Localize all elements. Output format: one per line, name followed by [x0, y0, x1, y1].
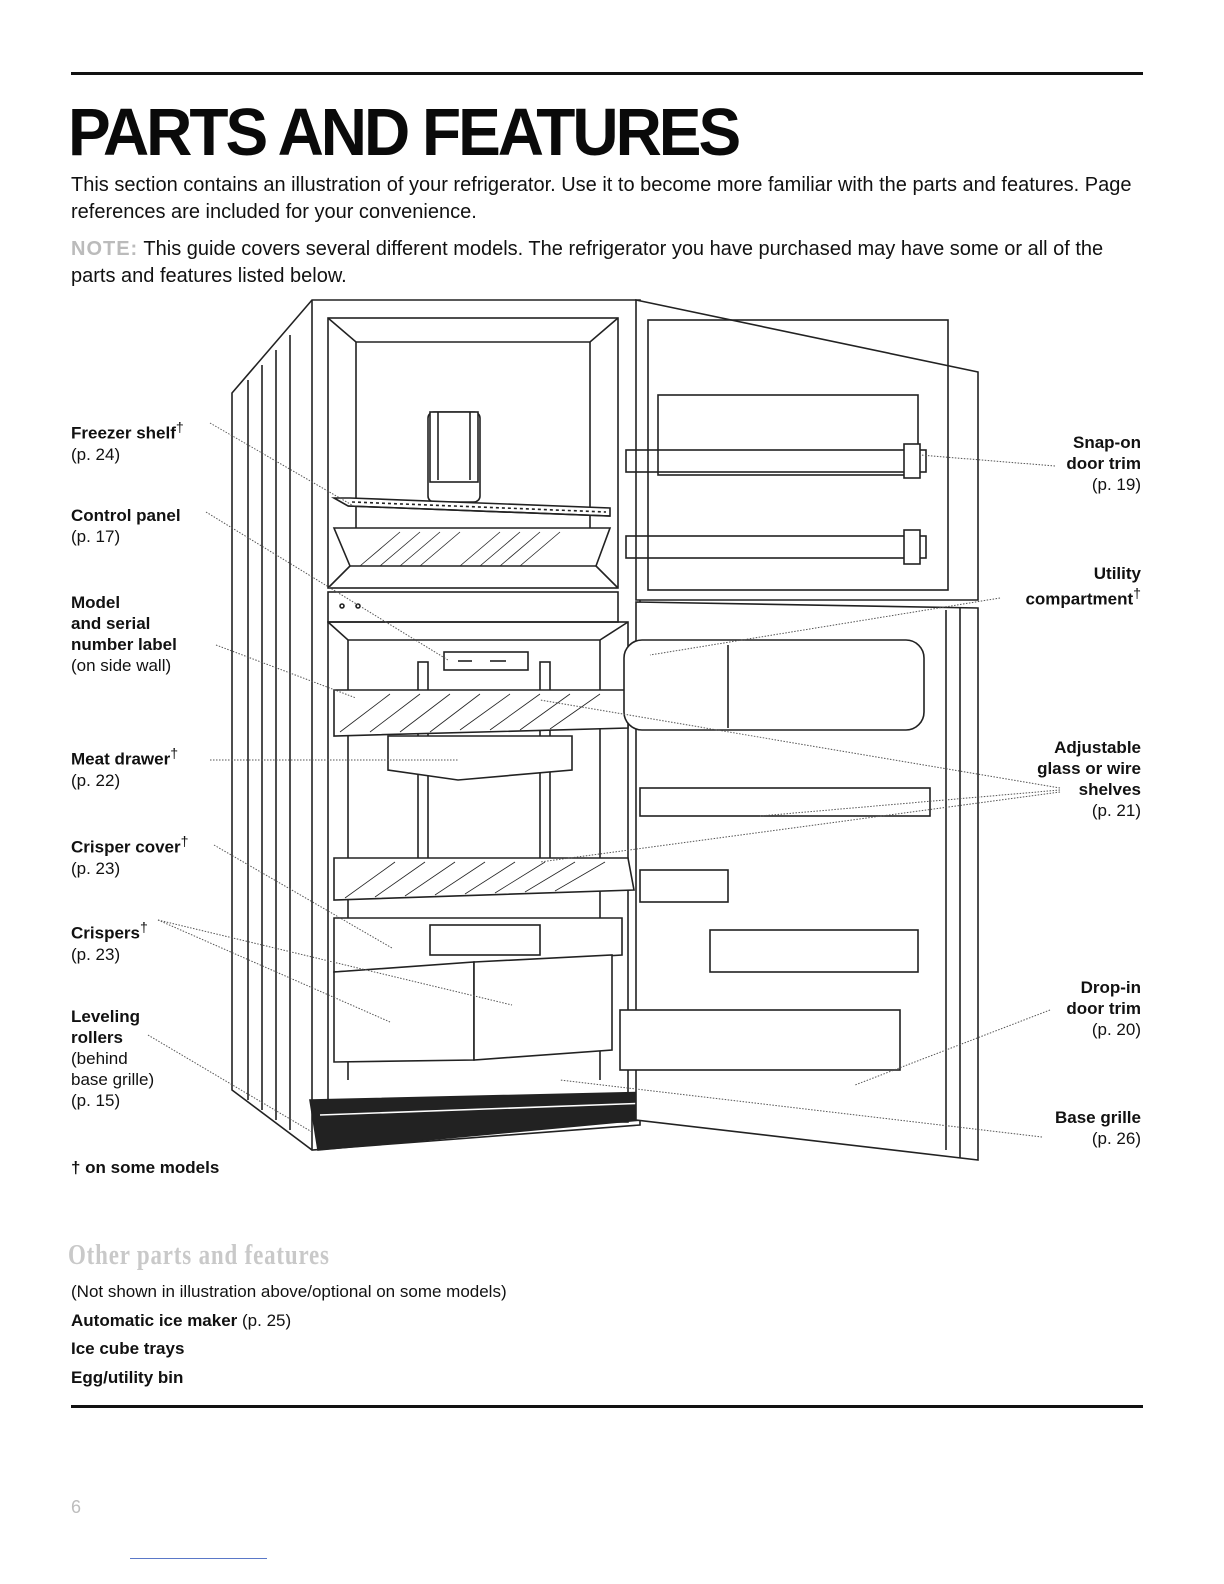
callout-control-panel-ref: (p. 17): [71, 527, 121, 546]
intro-paragraph: This section contains an illustration of…: [71, 174, 1132, 223]
callout-model-line2: and serial: [71, 614, 151, 633]
callout-control-panel-name: Control panel: [71, 506, 181, 525]
list-item-name: Egg/utility bin: [71, 1367, 184, 1387]
callout-meat-drawer-ref: (p. 22): [71, 770, 121, 790]
other-parts-subtitle: (Not shown in illustration above/optiona…: [71, 1282, 507, 1301]
door-bin-4: [619, 1009, 901, 1071]
callout-dropin-ref: (p. 20): [1091, 1020, 1141, 1039]
list-item-ref: (p. 25): [237, 1310, 292, 1330]
list-item: Ice cube trays: [71, 1335, 507, 1364]
callout-utility-compartment: Utility compartment†: [1025, 563, 1141, 610]
callout-leveling-ref: (p. 15): [71, 1091, 121, 1110]
top-rule: [71, 72, 1143, 75]
callout-snap-line2: door trim: [1066, 454, 1141, 473]
callout-crispers: Crispers† (p. 23): [71, 918, 148, 965]
callout-leveling-sub1: (behind: [71, 1049, 128, 1068]
callout-crispers-name: Crispers: [71, 923, 140, 943]
callout-model-line1: Model: [71, 593, 121, 612]
meat-drawer-drawing: [387, 735, 573, 781]
callout-leveling-sub2: base grille): [71, 1070, 155, 1089]
note-paragraph: NOTE: This guide covers several differen…: [71, 236, 1151, 290]
note-text: This guide covers several different mode…: [71, 238, 1104, 287]
door-bin-2: [639, 869, 729, 903]
door-bin-3: [709, 929, 919, 973]
callout-shelves-ref: (p. 21): [1091, 801, 1141, 820]
control-panel-drawing: [443, 651, 529, 671]
callout-utility-line2: compartment: [1025, 589, 1134, 609]
callout-snap-on-door-trim: Snap-on door trim (p. 19): [1066, 432, 1141, 495]
callout-snap-ref: (p. 19): [1091, 475, 1141, 494]
page-number: 6: [71, 1497, 82, 1517]
callout-freezer-shelf-ref: (p. 24): [71, 444, 121, 464]
callout-shelves-line3: shelves: [1078, 780, 1141, 799]
callout-mark: †: [1133, 586, 1141, 602]
callout-mark: †: [139, 920, 148, 936]
other-parts-list: (Not shown in illustration above/optiona…: [71, 1278, 507, 1392]
callout-shelves-line1: Adjustable: [1054, 738, 1141, 757]
page-title: PARTS AND FEATURES: [68, 94, 741, 170]
callout-mark: †: [170, 746, 179, 762]
other-parts-heading: Other parts and features: [68, 1240, 330, 1271]
freezer-compartment: [327, 317, 619, 589]
callout-freezer-shelf-name: Freezer shelf: [71, 423, 176, 443]
callout-model-ref: (on side wall): [71, 656, 172, 675]
list-item-name: Ice cube trays: [71, 1339, 185, 1358]
list-item: Egg/utility bin: [71, 1364, 507, 1393]
callout-base-grille: Base grille (p. 26): [1055, 1107, 1141, 1149]
door-bin-1: [639, 787, 931, 817]
callout-leveling-line1: Leveling: [71, 1007, 140, 1026]
upper-fresh-shelf: [333, 689, 629, 737]
callout-dropin-line1: Drop-in: [1080, 978, 1141, 997]
callout-snap-line1: Snap-on: [1073, 433, 1141, 452]
callout-drop-in-door-trim: Drop-in door trim (p. 20): [1066, 977, 1141, 1040]
callout-meat-drawer: Meat drawer† (p. 22): [71, 744, 178, 791]
callout-mark: †: [180, 834, 189, 850]
callout-crisper-cover-name: Crisper cover: [71, 837, 181, 857]
utility-compartment-drawing: [623, 639, 925, 731]
callout-adjustable-shelves: Adjustable glass or wire shelves (p. 21): [1037, 737, 1141, 821]
callout-dropin-line2: door trim: [1066, 999, 1141, 1018]
list-item-name: Automatic ice maker: [71, 1310, 238, 1330]
callout-leveling-line2: rollers: [71, 1028, 123, 1047]
list-item: Automatic ice maker (p. 25): [71, 1307, 507, 1336]
callout-shelves-line2: glass or wire: [1037, 759, 1141, 778]
lower-fresh-shelf: [333, 857, 635, 901]
base-grille-drawing: [309, 1091, 663, 1151]
callout-control-panel: Control panel (p. 17): [71, 505, 181, 547]
note-label: NOTE:: [71, 238, 139, 260]
callout-base-grille-name: Base grille: [1055, 1108, 1141, 1127]
callout-base-grille-ref: (p. 26): [1091, 1129, 1141, 1148]
callout-crispers-ref: (p. 23): [71, 944, 121, 964]
callout-mark: †: [175, 420, 184, 436]
crispers-drawing: [333, 961, 475, 1063]
callout-model-line3: number label: [71, 635, 177, 654]
callout-leveling-rollers: Leveling rollers (behind base grille) (p…: [71, 1006, 154, 1111]
callout-crisper-cover: Crisper cover† (p. 23): [71, 832, 189, 879]
callout-model-serial-label: Model and serial number label (on side w…: [71, 592, 177, 676]
bottom-rule: [71, 1405, 1143, 1408]
callout-utility-line1: Utility: [1093, 564, 1141, 583]
freezer-shelf-drawing: [330, 497, 611, 517]
callout-meat-drawer-name: Meat drawer: [71, 749, 171, 769]
callout-freezer-shelf: Freezer shelf† (p. 24): [71, 418, 184, 465]
callout-crisper-cover-ref: (p. 23): [71, 858, 121, 878]
footnote: † on some models: [71, 1158, 220, 1177]
footer-link-underline: [130, 1558, 267, 1559]
